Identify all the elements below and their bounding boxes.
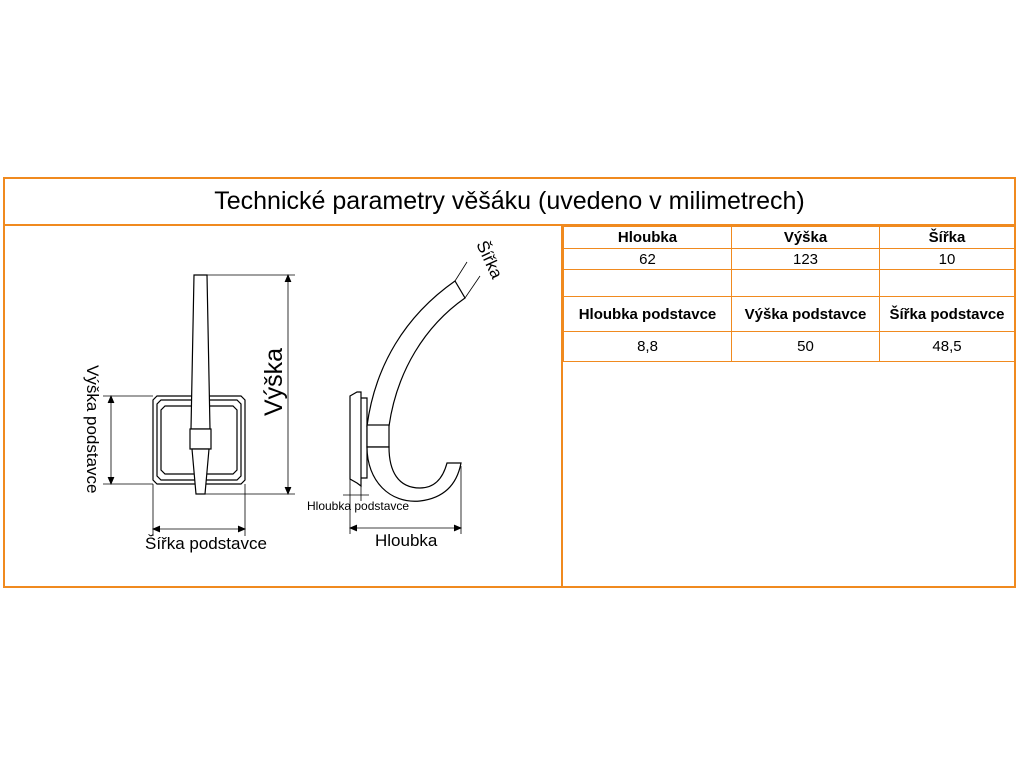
table-header-row: Hloubka Výška Šířka: [563, 226, 1015, 249]
value-sirka-podstavce: 48,5: [879, 331, 1015, 362]
hook-drawing-svg: Výška Výška podstavce Šířka podstavce: [83, 238, 507, 553]
hook-lower: [191, 448, 210, 495]
label-sirka: Šířka: [472, 238, 506, 282]
dim-sirka-podstavce: [151, 484, 247, 536]
spec-frame: Technické parametry věšáku (uvedeno v mi…: [3, 177, 1016, 588]
value-hloubka-podstavce: 8,8: [563, 331, 732, 362]
header-vyska-podstavce: Výška podstavce: [731, 296, 880, 332]
side-base-plate: [349, 391, 362, 488]
table-empty-row: [563, 269, 1015, 297]
value-vyska-podstavce: 50: [731, 331, 880, 362]
table-value-row: 8,8 50 48,5: [563, 331, 1015, 362]
base-plate-recess: [160, 405, 238, 475]
value-sirka: 10: [879, 248, 1015, 270]
dim-vyska-podstavce: [103, 394, 153, 486]
header-vyska: Výška: [731, 226, 880, 249]
side-view: [349, 280, 466, 502]
dim-hloubka: [348, 466, 463, 534]
dim-hloubka-podstavce: [343, 479, 369, 501]
dim-vyska: [205, 273, 295, 496]
front-view: [152, 274, 246, 495]
header-hloubka-podstavce: Hloubka podstavce: [563, 296, 732, 332]
base-plate-inner: [156, 399, 242, 481]
label-hloubka-podstavce: Hloubka podstavce: [307, 499, 409, 513]
header-sirka-podstavce: Šířka podstavce: [879, 296, 1015, 332]
technical-drawing: Výška Výška podstavce Šířka podstavce: [5, 226, 563, 588]
header-hloubka: Hloubka: [563, 226, 732, 249]
label-vyska: Výška: [260, 348, 288, 416]
hook-collar: [189, 428, 212, 450]
side-lower-curl: [366, 446, 462, 502]
label-hloubka: Hloubka: [375, 531, 438, 550]
label-vyska-podstavce: Výška podstavce: [83, 365, 102, 494]
value-vyska: 123: [731, 248, 880, 270]
hook-arm: [190, 274, 211, 430]
base-plate-outer: [152, 395, 246, 485]
side-upper-arm: [366, 280, 466, 427]
value-hloubka: 62: [563, 248, 732, 270]
label-sirka-podstavce: Šířka podstavce: [145, 534, 267, 553]
spec-table: Hloubka Výška Šířka 62 123 10 Hloubka po…: [563, 226, 1015, 362]
dim-sirka: [454, 261, 481, 299]
page-title: Technické parametry věšáku (uvedeno v mi…: [5, 179, 1014, 226]
side-collar: [366, 424, 390, 448]
table-value-row: 62 123 10: [563, 248, 1015, 270]
header-sirka: Šířka: [879, 226, 1015, 249]
table-header-row: Hloubka podstavce Výška podstavce Šířka …: [563, 296, 1015, 332]
side-base-step: [361, 397, 368, 479]
